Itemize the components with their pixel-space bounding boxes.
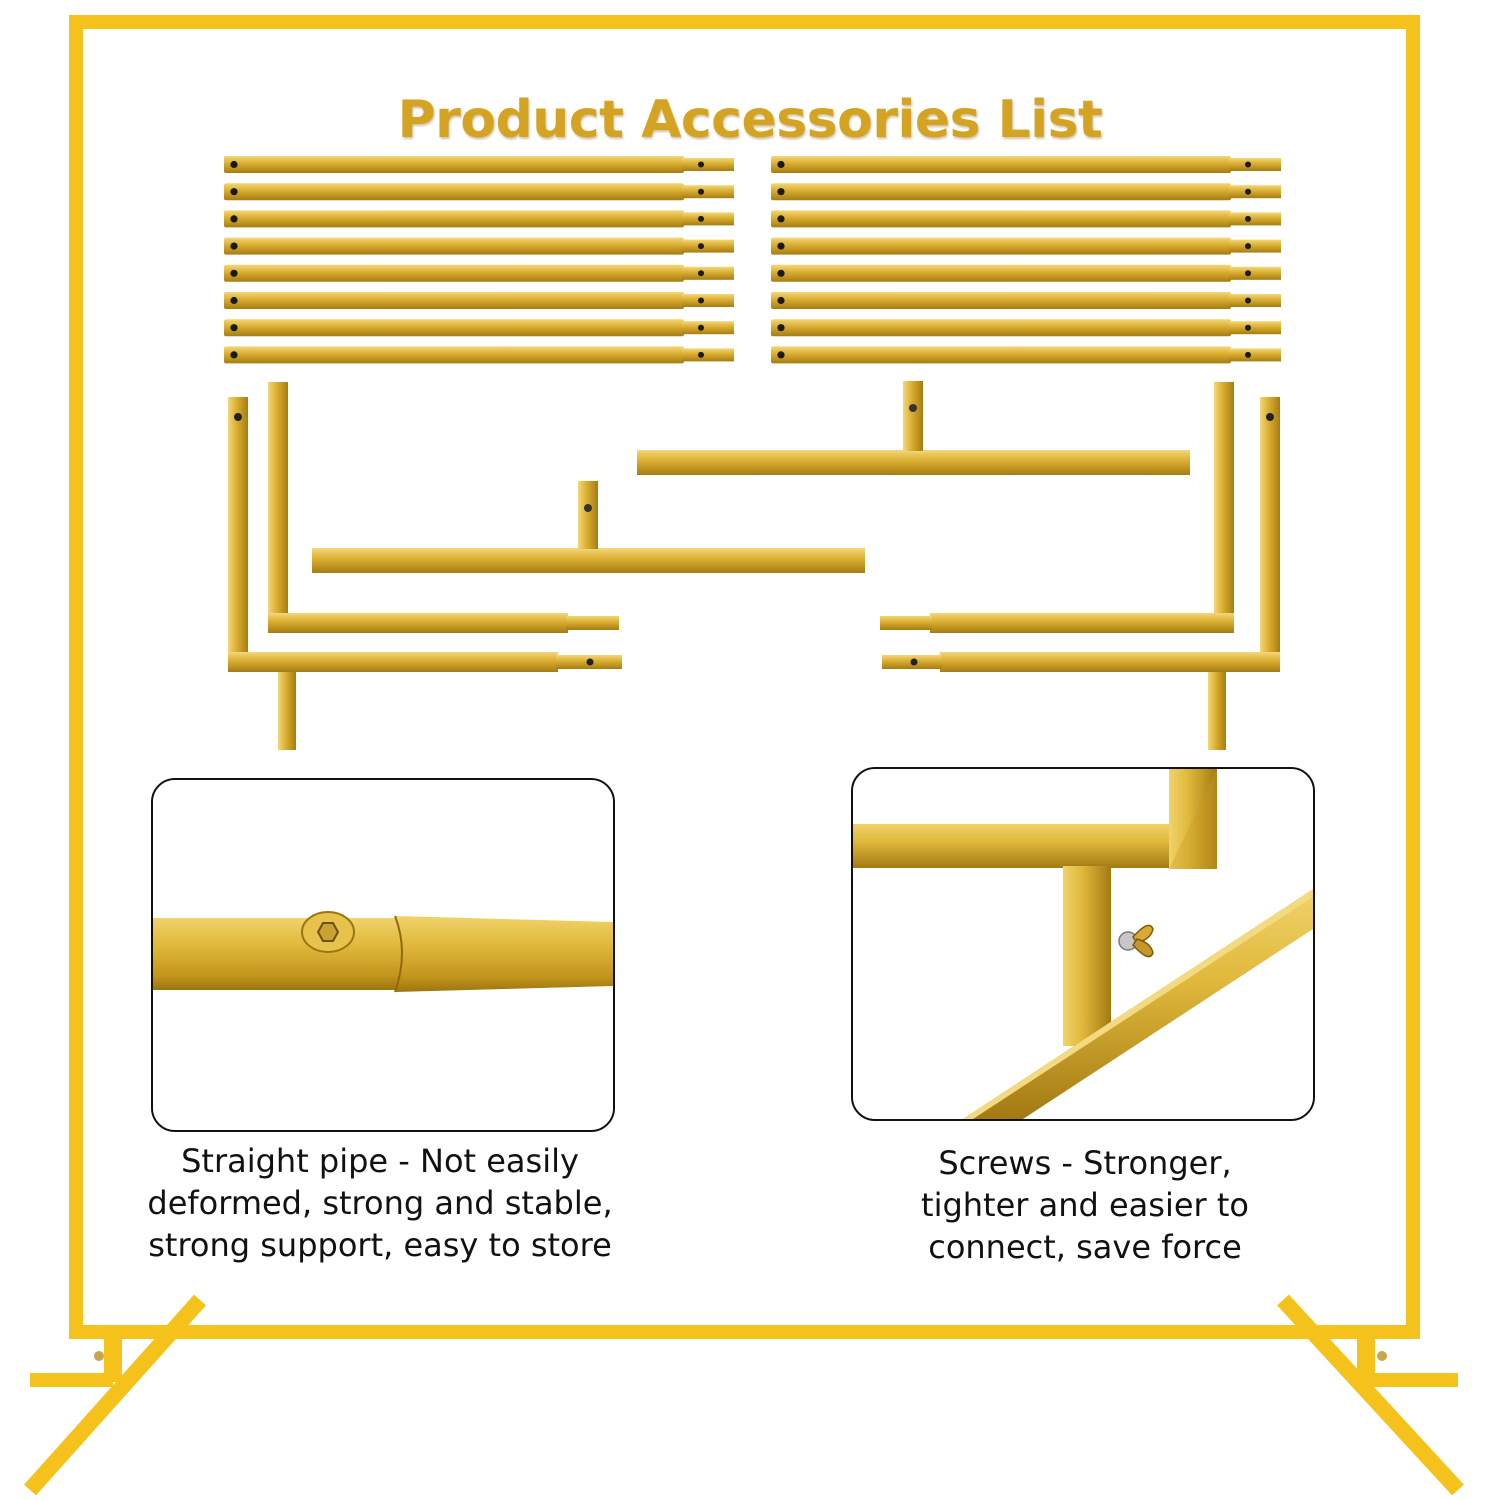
corner-piece-left-outer [228,397,622,750]
straight-pipe [224,156,734,173]
corner-piece-right-outer [882,397,1280,750]
straight-pipe [771,319,1281,337]
corner-piece-right-inner [880,382,1234,633]
straight-pipe [771,264,1281,282]
straight-pipe [771,292,1281,309]
hex-screw-icon [301,911,355,953]
base-foot-upper [637,381,1190,475]
straight-pipe [224,319,734,337]
straight-pipe [224,346,734,364]
straight-pipe [771,210,1281,228]
screws-caption: Screws - Stronger, tighter and easier to… [921,1144,1249,1266]
straight-pipe [771,156,1281,173]
straight-pipe-group-right [771,156,1281,364]
wing-nut-icon [1118,924,1154,958]
page-title: Product Accessories List [397,89,1103,150]
straight-pipe [771,346,1281,364]
base-foot-lower [312,481,865,573]
straight-pipe [771,183,1281,201]
corner-piece-left-inner [268,382,619,633]
screw-detail-photo [851,767,1315,1121]
straight-pipe [224,292,734,309]
straight-pipe [771,237,1281,255]
straight-pipe [224,237,734,255]
straight-pipe [224,183,734,201]
straight-pipe [224,210,734,228]
straight-pipe [224,264,734,282]
backdrop-frame [24,15,1464,1496]
straight-pipe-group-left [224,156,734,364]
straight-pipe-caption: Straight pipe - Not easily deformed, str… [147,1142,613,1264]
straight-pipe-detail-photo [151,778,615,1132]
